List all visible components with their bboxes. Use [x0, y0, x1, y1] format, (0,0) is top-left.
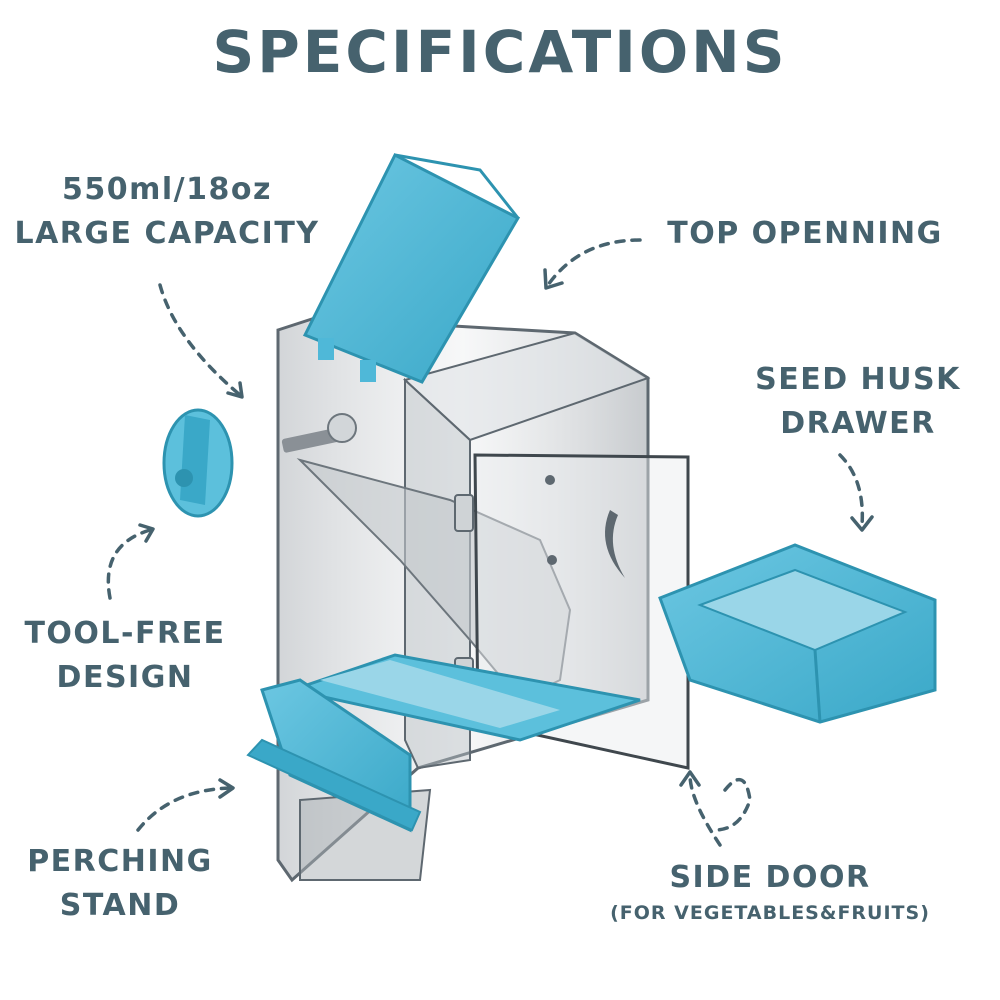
seed-husk-drawer-part: [658, 543, 937, 724]
top-lid: [302, 152, 521, 384]
bottom-tray: [286, 653, 641, 742]
tool-free-knob: [162, 408, 234, 518]
arrow-seed-husk: [838, 453, 865, 527]
arrow-top-opening: [546, 238, 642, 287]
arrow-perching: [136, 786, 232, 832]
capacity-caption: LARGE CAPACITY: [14, 216, 320, 251]
tool-free-label: TOOL-FREE DESIGN: [10, 612, 240, 700]
seed-husk-line1: SEED HUSK: [755, 362, 961, 397]
arrow-side-door: [688, 773, 722, 847]
side-door-line1: SIDE DOOR: [669, 860, 871, 895]
seed-husk-drawer-label: SEED HUSK DRAWER: [738, 358, 978, 446]
arrow-tool-free: [106, 528, 152, 600]
perching-line1: PERCHING: [27, 844, 213, 879]
page-title: SPECIFICATIONS: [212, 18, 788, 86]
seed-husk-line2: DRAWER: [780, 406, 936, 441]
perching-line2: STAND: [59, 888, 181, 923]
side-door-label: SIDE DOOR (FOR VEGETABLES&FRUITS): [560, 856, 980, 926]
perching-stand: [246, 678, 422, 833]
side-door-line2: (FOR VEGETABLES&FRUITS): [610, 902, 930, 924]
capacity-value: 550ml/18oz: [62, 172, 272, 207]
tool-free-line1: TOOL-FREE: [24, 616, 226, 651]
perching-stand-label: PERCHING STAND: [20, 840, 220, 928]
top-opening-label: TOP OPENNING: [660, 212, 950, 256]
arrow-capacity: [158, 283, 242, 397]
side-door-swirl: [713, 777, 752, 832]
tool-free-line2: DESIGN: [56, 660, 194, 695]
capacity-label: 550ml/18oz LARGE CAPACITY: [12, 168, 322, 256]
top-opening-text: TOP OPENNING: [667, 216, 943, 251]
